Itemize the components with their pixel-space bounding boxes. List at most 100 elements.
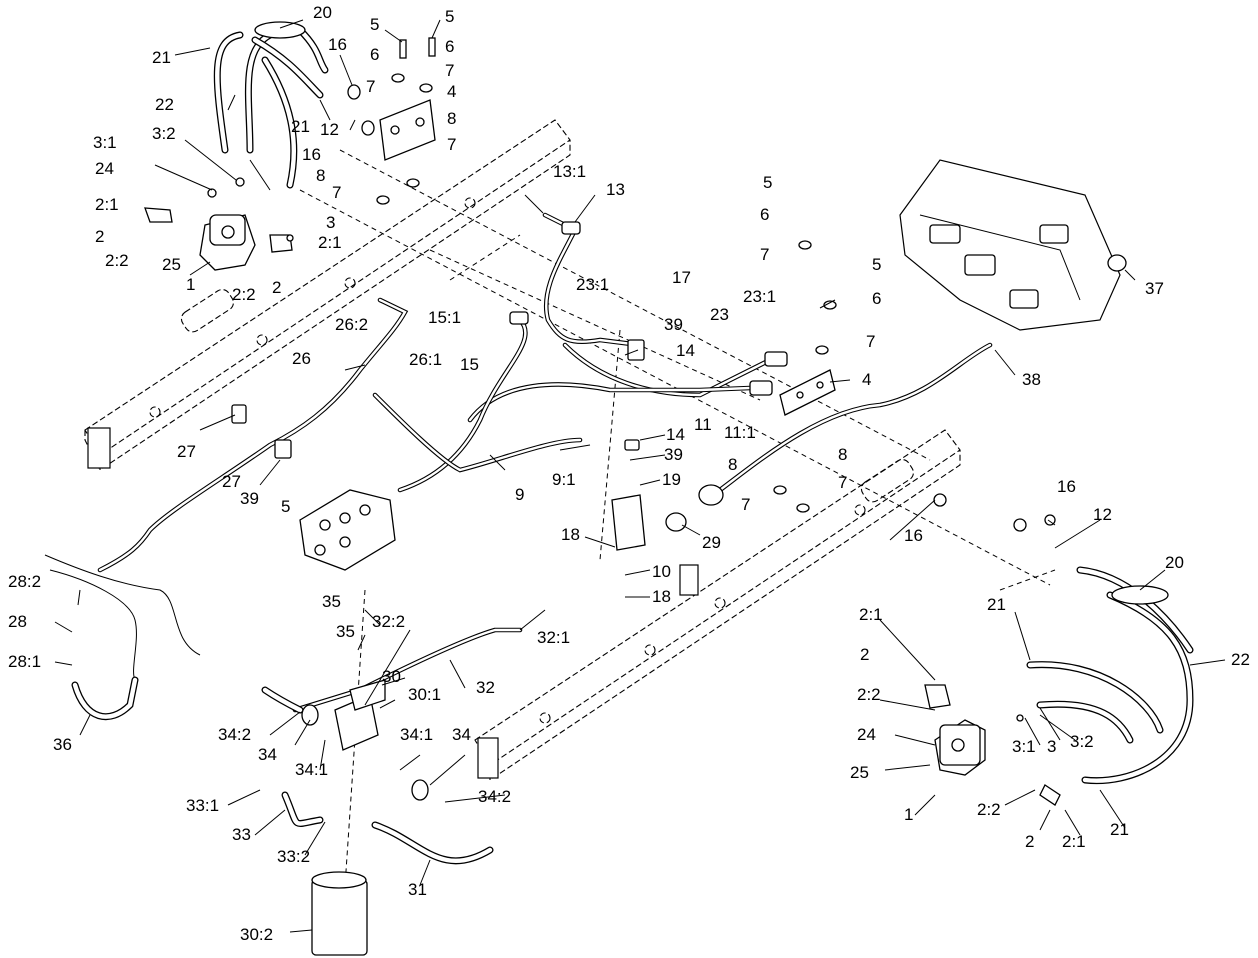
- callout-label-2-1b: 2:1: [318, 233, 342, 252]
- callout-label-34b: 34: [452, 725, 471, 744]
- callout-label-26-1: 26:1: [409, 350, 442, 369]
- callout-label-11: 11: [694, 415, 712, 434]
- callout-label-6d: 6: [872, 289, 881, 308]
- callout-label-2-2b: 2:2: [232, 285, 256, 304]
- tube-11: [467, 380, 773, 423]
- assembly-guide-lines: [299, 149, 1056, 958]
- tube-23: [562, 342, 788, 398]
- callout-label-30: 30: [382, 667, 401, 686]
- callout-label-16b: 16: [302, 145, 321, 164]
- callout-label-2-2a: 2:2: [105, 251, 129, 270]
- callout-label-28: 28: [8, 612, 27, 631]
- callout-label-26: 26: [292, 349, 311, 368]
- callout-label-12a: 12: [320, 120, 339, 139]
- callout-label-21d: 21: [1110, 820, 1129, 839]
- callout-label-36: 36: [53, 735, 72, 754]
- callout-label-23: 23: [710, 305, 729, 324]
- callout-label-33: 33: [232, 825, 251, 844]
- plug-37: [1107, 254, 1127, 272]
- callout-label-32-1: 32:1: [537, 628, 570, 647]
- callout-label-5a: 5: [370, 15, 379, 34]
- tube-26: [97, 297, 409, 573]
- callout-label-18a: 18: [561, 525, 580, 544]
- callout-label-3-2b: 3:2: [1070, 732, 1094, 751]
- callout-label-30-1: 30:1: [408, 685, 441, 704]
- callout-label-27b: 27: [222, 472, 241, 491]
- callout-label-24b: 24: [857, 725, 876, 744]
- bracket-27: [231, 404, 292, 459]
- callout-label-5e: 5: [281, 497, 290, 516]
- tube-9: [372, 392, 583, 473]
- valve-block: [299, 489, 396, 571]
- callout-label-23-1b: 23:1: [743, 287, 776, 306]
- callout-label-34a: 34: [258, 745, 277, 764]
- callout-label-32-2: 32:2: [372, 612, 405, 631]
- callout-label-8b: 8: [316, 166, 325, 185]
- callout-label-6c: 6: [760, 205, 769, 224]
- callout-label-15: 15: [460, 355, 479, 374]
- callout-label-38: 38: [1022, 370, 1041, 389]
- callout-label-20b: 20: [1165, 553, 1184, 572]
- callout-label-34-1b: 34:1: [295, 760, 328, 779]
- callout-label-7f: 7: [866, 332, 875, 351]
- callout-label-39b: 39: [664, 445, 683, 464]
- callout-label-35b: 35: [336, 622, 355, 641]
- callout-label-7d: 7: [332, 183, 341, 202]
- callout-label-21a: 21: [152, 48, 171, 67]
- callout-label-2-1a: 2:1: [95, 195, 119, 214]
- callout-label-23-1a: 23:1: [576, 275, 609, 294]
- callout-label-10: 10: [652, 562, 671, 581]
- hoses-right: [1026, 566, 1194, 785]
- callout-label-5c: 5: [763, 173, 772, 192]
- callout-label-3a: 3: [326, 213, 335, 232]
- callout-label-2b: 2: [272, 278, 281, 297]
- callout-label-26-2: 26:2: [335, 315, 368, 334]
- callout-label-7e: 7: [760, 245, 769, 264]
- callout-label-28-2: 28:2: [8, 572, 41, 591]
- callout-label-22a: 22: [155, 95, 174, 114]
- callout-label-27a: 27: [177, 442, 196, 461]
- callout-label-16a: 16: [328, 35, 347, 54]
- bracket-center: [611, 339, 646, 551]
- callout-label-39c: 39: [240, 489, 259, 508]
- callout-label-4a: 4: [447, 82, 456, 101]
- callout-label-3-1b: 3:1: [1012, 737, 1036, 756]
- callout-label-8a: 8: [447, 109, 456, 128]
- callout-label-8c: 8: [728, 455, 737, 474]
- callout-label-11-1: 11:1: [724, 423, 756, 442]
- callout-label-21c: 21: [987, 595, 1006, 614]
- callout-label-25b: 25: [850, 763, 869, 782]
- callout-label-2d: 2: [1025, 832, 1034, 851]
- callout-label-6a: 6: [370, 45, 379, 64]
- callout-label-16c: 16: [904, 526, 923, 545]
- callout-label-34-2a: 34:2: [218, 725, 251, 744]
- tube-15: [397, 311, 529, 493]
- tube-38: [665, 342, 993, 532]
- callout-label-2-2d: 2:2: [977, 800, 1001, 819]
- callout-label-18b: 18: [652, 587, 671, 606]
- callout-label-14a: 14: [676, 341, 695, 360]
- callout-label-19: 19: [662, 470, 681, 489]
- callout-label-20a: 20: [313, 3, 332, 22]
- callout-label-25a: 25: [162, 255, 181, 274]
- callout-label-2c: 2: [860, 645, 869, 664]
- wiring-harness: [44, 554, 201, 681]
- callout-label-35a: 35: [322, 592, 341, 611]
- callout-leaders: [54, 19, 1226, 933]
- callout-label-9: 9: [515, 485, 524, 504]
- frame-rail-left: [84, 119, 571, 472]
- hoses-top-left: [213, 21, 329, 189]
- callout-label-29: 29: [702, 533, 721, 552]
- filter-assembly: [261, 627, 523, 956]
- rear-crossmember: [899, 159, 1121, 331]
- callout-label-5d: 5: [872, 255, 881, 274]
- callout-label-33-2: 33:2: [277, 847, 310, 866]
- callout-label-2-1c: 2:1: [859, 605, 883, 624]
- callout-label-13-1: 13:1: [553, 162, 586, 181]
- callout-label-16d: 16: [1057, 477, 1076, 496]
- hydraulic-pump-left: [144, 177, 294, 271]
- callout-label-7b: 7: [445, 61, 454, 80]
- hydraulic-pump-right: [924, 493, 1061, 806]
